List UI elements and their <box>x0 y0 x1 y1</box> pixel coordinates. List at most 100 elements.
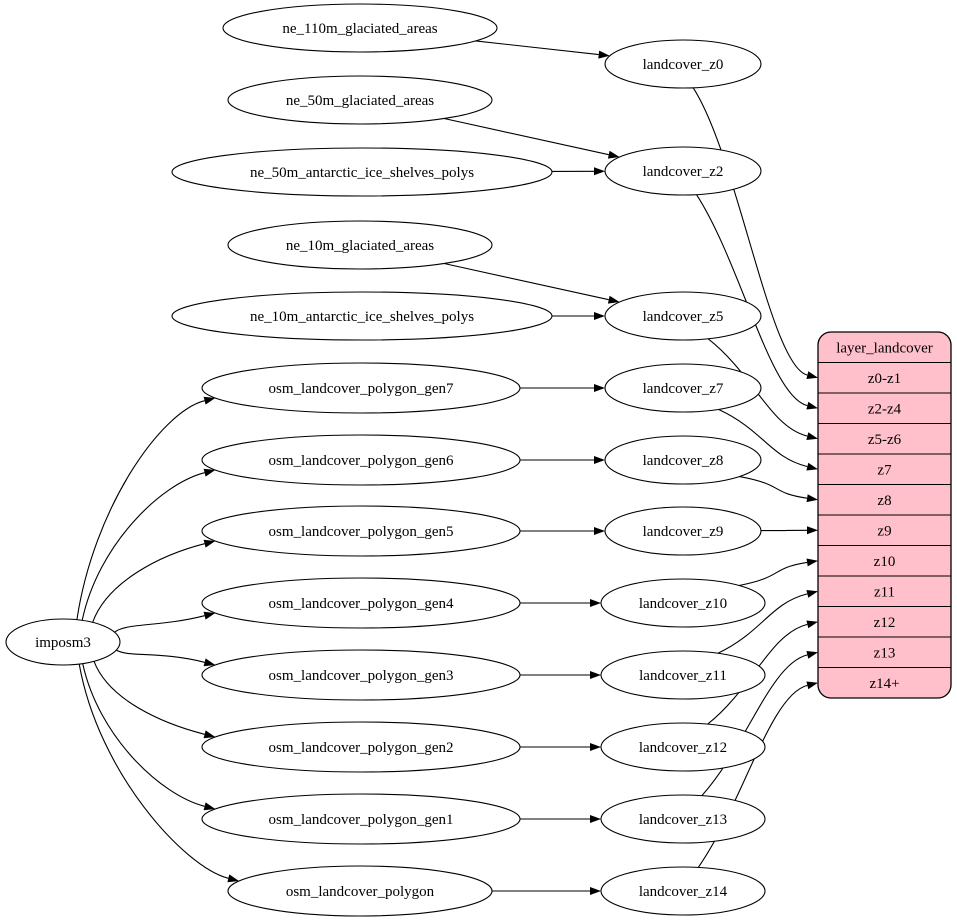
node-ellipse-osm_landcover_polygon_gen3 <box>201 649 521 701</box>
node-ellipse-landcover_z11 <box>600 650 766 700</box>
table-row-z0-z1: z0-z1 <box>868 371 901 387</box>
node-landcover_z14: landcover_z14 <box>600 866 766 916</box>
node-landcover_z2: landcover_z2 <box>604 146 762 196</box>
node-osm_landcover_polygon_gen2: osm_landcover_polygon_gen2 <box>201 721 521 773</box>
node-osm_landcover_polygon: osm_landcover_polygon <box>227 865 493 917</box>
node-ne_110m_glaciated_areas: ne_110m_glaciated_areas <box>222 3 498 53</box>
node-ellipse-landcover_z9 <box>604 506 762 556</box>
edge-imposm3-osm_landcover_polygon-arrowhead <box>227 874 239 883</box>
node-label-landcover_z8: landcover_z8 <box>643 453 724 469</box>
node-ellipse-osm_landcover_polygon_gen2 <box>201 721 521 773</box>
edge-landcover_z2-row-z2-z4-arrowhead <box>806 401 818 410</box>
table-row-z9: z9 <box>877 523 891 539</box>
node-ne_50m_antarctic_ice_shelves_polys: ne_50m_antarctic_ice_shelves_polys <box>171 147 553 197</box>
edge-landcover_z8-row-z8 <box>739 476 808 499</box>
edge-ne_50m_glaciated_areas-landcover_z2-arrowhead <box>607 150 620 159</box>
node-landcover_z5: landcover_z5 <box>604 291 762 341</box>
node-ellipse-ne_50m_antarctic_ice_shelves_polys <box>171 147 553 197</box>
edge-landcover_z9-row-z9-arrowhead <box>807 526 818 535</box>
node-osm_landcover_polygon_gen5: osm_landcover_polygon_gen5 <box>201 505 521 557</box>
node-osm_landcover_polygon_gen3: osm_landcover_polygon_gen3 <box>201 649 521 701</box>
node-label-landcover_z14: landcover_z14 <box>639 884 728 900</box>
node-label-landcover_z5: landcover_z5 <box>643 309 724 325</box>
node-ellipse-landcover_z12 <box>600 722 766 772</box>
node-label-ne_10m_antarctic_ice_shelves_polys: ne_10m_antarctic_ice_shelves_polys <box>250 309 474 325</box>
edge-landcover_z12-row-z12-arrowhead <box>806 620 818 629</box>
edge-imposm3-osm_landcover_polygon_gen1-arrowhead <box>203 802 216 811</box>
edge-imposm3-osm_landcover_polygon_gen4-arrowhead <box>203 611 216 620</box>
edge-imposm3-osm_landcover_polygon_gen4 <box>114 615 205 633</box>
node-landcover_z9: landcover_z9 <box>604 506 762 556</box>
edge-landcover_z13-row-z13 <box>701 654 808 796</box>
edge-landcover_z10-row-z10-arrowhead <box>806 558 818 567</box>
table-row-z2-z4: z2-z4 <box>868 401 902 417</box>
table-row-z12: z12 <box>874 615 896 631</box>
edge-landcover_z7-row-z7 <box>718 408 808 468</box>
node-landcover_z7: landcover_z7 <box>604 363 762 413</box>
edge-imposm3-osm_landcover_polygon_gen7 <box>76 400 205 620</box>
node-label-osm_landcover_polygon_gen5: osm_landcover_polygon_gen5 <box>269 524 454 540</box>
node-landcover_z0: landcover_z0 <box>604 39 762 89</box>
nodes-layer: imposm3 ne_110m_glaciated_areas ne_50m_gla… <box>5 3 766 917</box>
table-row-z10: z10 <box>874 554 896 570</box>
node-ellipse-landcover_z2 <box>604 146 762 196</box>
edge-imposm3-osm_landcover_polygon_gen2-arrowhead <box>203 730 216 739</box>
node-ellipse-ne_10m_glaciated_areas <box>227 220 493 270</box>
edge-landcover_z0-row-z0-z1-arrowhead <box>806 371 818 379</box>
table-row-z8: z8 <box>877 493 891 509</box>
edge-imposm3-osm_landcover_polygon_gen3 <box>116 649 205 663</box>
edge-landcover_z5-row-z5-z6-arrowhead <box>806 432 818 440</box>
edge-ne_10m_glaciated_areas-landcover_z5 <box>443 262 609 301</box>
edge-ne_50m_antarctic_ice_shelves_polys-landcover_z2-arrowhead <box>594 167 605 176</box>
edge-imposm3-osm_landcover_polygon_gen6 <box>81 472 205 621</box>
node-ne_50m_glaciated_areas: ne_50m_glaciated_areas <box>227 75 493 125</box>
edge-landcover_z11-row-z11-arrowhead <box>806 590 818 598</box>
table-row-z14+: z14+ <box>869 676 899 692</box>
node-imposm3: imposm3 <box>5 618 121 666</box>
edge-landcover_z10-row-z10 <box>738 561 808 587</box>
edge-osm_landcover_polygon_gen5-landcover_z9-arrowhead <box>594 527 605 535</box>
node-ellipse-landcover_z7 <box>604 363 762 413</box>
node-label-ne_50m_glaciated_areas: ne_50m_glaciated_areas <box>286 93 434 109</box>
table-row-z5-z6: z5-z6 <box>868 432 902 448</box>
edge-osm_landcover_polygon_gen1-landcover_z13-arrowhead <box>590 815 601 823</box>
edge-imposm3-osm_landcover_polygon <box>78 663 229 879</box>
table-row-z7: z7 <box>877 462 892 478</box>
node-landcover_z11: landcover_z11 <box>600 650 766 700</box>
node-osm_landcover_polygon_gen6: osm_landcover_polygon_gen6 <box>201 434 521 486</box>
node-label-ne_50m_antarctic_ice_shelves_polys: ne_50m_antarctic_ice_shelves_polys <box>250 165 474 181</box>
node-landcover_z10: landcover_z10 <box>600 578 766 628</box>
edge-landcover_z7-row-z7-arrowhead <box>806 462 818 471</box>
node-ellipse-osm_landcover_polygon_gen1 <box>201 793 521 845</box>
edge-imposm3-osm_landcover_polygon_gen1 <box>82 663 205 807</box>
edge-osm_landcover_polygon_gen7-landcover_z7-arrowhead <box>594 384 605 392</box>
node-ellipse-osm_landcover_polygon_gen5 <box>201 505 521 557</box>
node-landcover_z8: landcover_z8 <box>604 435 762 485</box>
node-ellipse-landcover_z10 <box>600 578 766 628</box>
table-row-z13: z13 <box>874 645 896 661</box>
node-label-osm_landcover_polygon_gen2: osm_landcover_polygon_gen2 <box>269 740 454 756</box>
node-ellipse-landcover_z14 <box>600 866 766 916</box>
node-label-imposm3: imposm3 <box>35 635 91 651</box>
node-landcover_z12: landcover_z12 <box>600 722 766 772</box>
node-label-osm_landcover_polygon: osm_landcover_polygon <box>286 884 435 900</box>
edge-imposm3-osm_landcover_polygon_gen6-arrowhead <box>203 468 216 477</box>
node-ne_10m_antarctic_ice_shelves_polys: ne_10m_antarctic_ice_shelves_polys <box>171 291 553 341</box>
node-label-landcover_z13: landcover_z13 <box>639 812 727 828</box>
edge-landcover_z5-row-z5-z6 <box>707 338 808 437</box>
edge-imposm3-osm_landcover_polygon_gen3-arrowhead <box>203 658 216 667</box>
table-layer-landcover: layer_landcoverz0-z1z2-z4z5-z6z7z8z9z10z… <box>817 331 952 699</box>
node-ellipse-landcover_z13 <box>600 794 766 844</box>
node-label-landcover_z12: landcover_z12 <box>639 740 727 756</box>
edge-landcover_z0-row-z0-z1 <box>692 87 808 376</box>
node-ellipse-osm_landcover_polygon_gen7 <box>201 362 521 414</box>
node-ellipse-osm_landcover_polygon_gen6 <box>201 434 521 486</box>
edge-ne_110m_glaciated_areas-landcover_z0-arrowhead <box>598 50 610 59</box>
edge-imposm3-osm_landcover_polygon_gen7-arrowhead <box>203 396 216 405</box>
node-ellipse-osm_landcover_polygon_gen4 <box>201 577 521 629</box>
edge-osm_landcover_polygon_gen2-landcover_z12-arrowhead <box>590 743 601 751</box>
edge-osm_landcover_polygon_gen3-landcover_z11-arrowhead <box>590 671 601 679</box>
node-ellipse-imposm3 <box>5 618 121 666</box>
node-ellipse-ne_110m_glaciated_areas <box>222 3 498 53</box>
